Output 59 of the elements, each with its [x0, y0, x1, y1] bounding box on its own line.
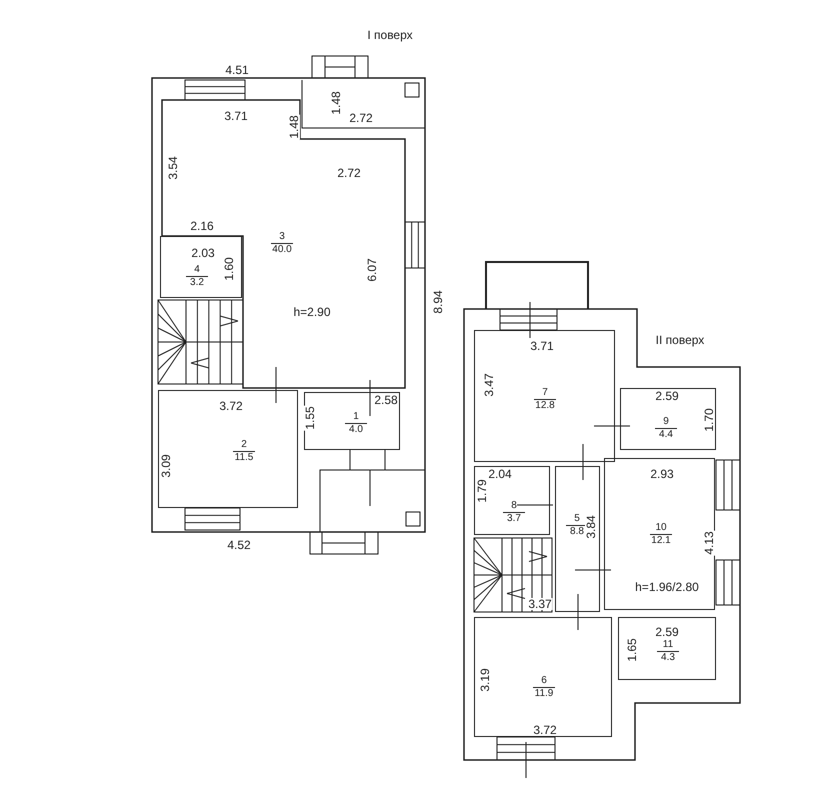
floor-heading: I поверх	[367, 28, 413, 42]
dimension-label: h=1.96/2.80	[634, 581, 700, 593]
dimension-label: 3.47	[483, 372, 495, 398]
floor-heading: II поверх	[656, 333, 704, 347]
room-number: 7	[534, 387, 556, 400]
dimension-label: 3.71	[529, 340, 555, 352]
dimension-label: 3.19	[479, 667, 491, 693]
room-number: 11	[657, 639, 679, 652]
dimension-label: 2.93	[649, 468, 675, 480]
room-number: 8	[503, 500, 525, 512]
room-number: 1	[345, 411, 367, 424]
dimension-label: 4.51	[224, 64, 250, 76]
dimension-label: 2.58	[373, 394, 399, 406]
room-area: 4.3	[661, 652, 675, 663]
dimension-label: 3.84	[585, 514, 597, 540]
room-number: 4	[186, 264, 208, 276]
dimension-label: 1.48	[288, 114, 300, 140]
dimension-label: 1.60	[223, 256, 235, 282]
dimension-label: 2.59	[654, 626, 680, 638]
room-area: 3.7	[507, 512, 521, 524]
room-area: 40.0	[272, 244, 292, 255]
dimension-label: 1.70	[703, 407, 715, 433]
dimension-label: 3.54	[167, 155, 179, 181]
room-number: 2	[233, 439, 255, 452]
dimension-label: 2.03	[190, 247, 216, 259]
dimension-label: 8.94	[432, 289, 444, 315]
dimension-label: 1.48	[330, 90, 342, 116]
room-area: 12.1	[651, 534, 671, 546]
dimension-label: 2.72	[348, 112, 374, 124]
room-area: 4.0	[349, 424, 363, 435]
dimension-label: 2.59	[654, 390, 680, 402]
room-number: 10	[650, 522, 672, 534]
room-number: 6	[533, 675, 555, 688]
dimension-label: 3.71	[223, 110, 249, 122]
dimension-label: 4.52	[226, 539, 252, 551]
dimension-label: h=2.90	[292, 306, 332, 318]
dimension-label: 1.55	[304, 405, 316, 431]
dimension-label: 3.72	[532, 724, 558, 736]
room-area: 12.8	[535, 400, 555, 411]
room-area: 4.4	[659, 428, 673, 440]
dimension-label: 3.72	[218, 400, 244, 412]
room-outline	[474, 330, 615, 462]
dimension-label: 2.16	[189, 220, 215, 232]
room-area: 11.5	[234, 452, 254, 463]
room-outline	[158, 390, 298, 508]
dimension-label: 4.13	[703, 530, 715, 556]
dimension-label: 1.65	[626, 637, 638, 663]
dimension-label: 2.04	[487, 468, 513, 480]
dimension-label: 6.07	[366, 257, 378, 283]
room-outline	[474, 617, 612, 737]
room-number: 3	[271, 231, 293, 244]
room-area: 3.2	[190, 276, 204, 288]
dimension-label: 2.72	[336, 167, 362, 179]
room-area: 8.8	[570, 526, 584, 537]
dimension-label: 3.09	[160, 453, 172, 479]
dimension-label: 1.79	[476, 478, 488, 504]
dimension-label: 3.37	[527, 598, 553, 610]
room-area: 11.9	[534, 688, 554, 699]
room-number: 9	[655, 416, 677, 428]
